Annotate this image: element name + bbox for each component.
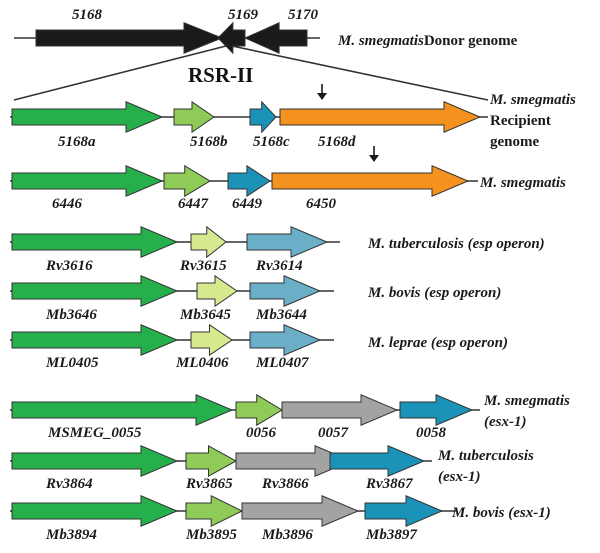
- region-label: RSR-II: [188, 63, 253, 87]
- expansion-line-left: [13, 45, 227, 101]
- gene-arrow-mb3895: [185, 494, 244, 528]
- gene-label-mb3895: Mb3895: [185, 527, 237, 543]
- gene-label-ml0406: ML0406: [175, 355, 229, 371]
- gene-label-rv3866: Rv3866: [261, 476, 309, 492]
- organism-label-tb-esx1-1: (esx-1): [438, 469, 480, 485]
- gene-arrow-mb3646: [11, 275, 179, 307]
- gene-arrow-ml0405: [11, 324, 179, 356]
- gene-label-rv3865: Rv3865: [185, 476, 233, 492]
- gene-arrow-0058: [399, 394, 474, 426]
- gene-label-rv3614: Rv3614: [255, 258, 303, 274]
- organism-label-smeg: M. smegmatis: [479, 175, 566, 191]
- gene-arrow-6449: [227, 164, 271, 198]
- gene-label-5168a: 5168a: [58, 134, 96, 150]
- gene-label-mb3896: Mb3896: [261, 527, 313, 543]
- gene-label-ml0407: ML0407: [255, 355, 309, 371]
- organism-label-recipient: M. smegmatis: [489, 92, 576, 108]
- gene-label-5170: 5170: [288, 7, 319, 23]
- gene-label-mb3897: Mb3897: [365, 527, 417, 543]
- gene-label-6450: 6450: [306, 196, 337, 212]
- organism-label-tb-esp: M. tuberculosis (esp operon): [367, 236, 545, 252]
- gene-label-5168: 5168: [72, 7, 103, 23]
- gene-arrow-ml0407: [249, 324, 322, 356]
- gene-label-ml0405: ML0405: [45, 355, 99, 371]
- gene-arrow-5168b: [173, 100, 215, 134]
- organism-label-donor-1: Donor genome: [424, 33, 518, 49]
- gene-label-0056: 0056: [246, 425, 277, 441]
- gene-arrow-6446: [11, 165, 164, 197]
- gene-label-0057: 0057: [318, 425, 349, 441]
- gene-arrow-mb3897: [364, 495, 444, 527]
- gene-arrow-0057: [281, 394, 399, 426]
- gene-arrows: [11, 21, 482, 528]
- gene-arrow-6447: [163, 164, 211, 198]
- gene-arrow-5168c: [249, 100, 277, 134]
- gene-arrow-mb3896: [241, 495, 360, 527]
- organism-label-bovis-esx1: M. bovis (esx-1): [451, 505, 551, 521]
- gene-label-6449: 6449: [232, 196, 263, 212]
- gene-label-5168b: 5168b: [190, 134, 228, 150]
- gene-label-5168c: 5168c: [253, 134, 290, 150]
- organism-label-recipient-1: Recipient: [490, 113, 551, 129]
- gene-label-mb3646: Mb3646: [45, 307, 97, 323]
- gene-arrow-rv3867: [329, 445, 426, 477]
- labels: RSR-II 5168 5169 5170 M. smegmatis Donor gen…: [45, 7, 576, 543]
- organism-label-bovis-esp: M. bovis (esp operon): [367, 285, 501, 301]
- gene-arrow-rv3616: [11, 226, 179, 258]
- organism-label-smeg-esx1: M. smegmatis: [483, 393, 570, 409]
- gene-arrow-rv3614: [246, 226, 329, 258]
- gene-label-rv3864: Rv3864: [45, 476, 93, 492]
- insertion-marker-arrow-recipient: [317, 93, 327, 100]
- gene-arrow-mb3644: [249, 275, 322, 307]
- gene-arrow-ml0406: [190, 323, 233, 357]
- gene-arrow-5168a: [11, 101, 164, 133]
- organism-label-leprae-esp: M. leprae (esp operon): [367, 335, 508, 351]
- gene-arrow-mb3894: [11, 495, 179, 527]
- organism-label-smeg-esx1-1: (esx-1): [484, 414, 526, 430]
- gene-label-0058: 0058: [416, 425, 447, 441]
- gene-arrow-mb3645: [196, 274, 238, 308]
- gene-label-msmeg-0055: MSMEG_0055: [47, 425, 142, 441]
- expansion-line-right: [231, 45, 489, 101]
- insertion-marker-arrow-smeg: [369, 155, 379, 162]
- gene-label-5168d: 5168d: [318, 134, 356, 150]
- gene-label-5169: 5169: [228, 7, 259, 23]
- gene-arrow-5169: [217, 21, 246, 55]
- gene-arrow-5170: [243, 22, 308, 54]
- gene-label-6447: 6447: [178, 196, 209, 212]
- gene-label-rv3615: Rv3615: [179, 258, 227, 274]
- gene-arrow-5168d: [279, 101, 482, 133]
- gene-arrow-0056: [235, 393, 283, 427]
- gene-label-mb3894: Mb3894: [45, 527, 97, 543]
- gene-arrow-rv3615: [190, 225, 227, 259]
- gene-arrow-5168: [35, 22, 224, 54]
- organism-label-donor: M. smegmatis: [337, 33, 424, 49]
- gene-label-rv3867: Rv3867: [365, 476, 413, 492]
- organism-label-recipient-2: genome: [490, 134, 539, 150]
- gene-label-mb3644: Mb3644: [255, 307, 307, 323]
- gene-arrow-6450: [271, 165, 470, 197]
- gene-label-6446: 6446: [52, 196, 83, 212]
- gene-label-mb3645: Mb3645: [179, 307, 231, 323]
- gene-arrow-rv3864: [11, 445, 179, 477]
- gene-arrow-rv3865: [185, 444, 238, 478]
- gene-label-rv3616: Rv3616: [45, 258, 93, 274]
- organism-label-tb-esx1: M. tuberculosis: [437, 448, 534, 464]
- gene-arrow-msmeg-0055: [11, 394, 234, 426]
